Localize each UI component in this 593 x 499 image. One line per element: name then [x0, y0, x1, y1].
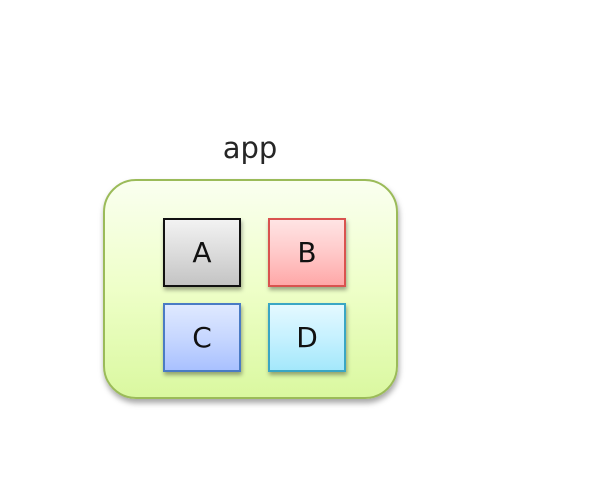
module-c-label: C — [192, 321, 212, 354]
module-c: C — [163, 303, 241, 372]
module-a: A — [163, 218, 241, 287]
module-d-label: D — [296, 321, 318, 354]
app-title: app — [222, 131, 278, 165]
app-container — [103, 179, 398, 399]
module-a-label: A — [192, 236, 212, 269]
module-b-label: B — [297, 236, 317, 269]
module-b: B — [268, 218, 346, 287]
module-d: D — [268, 303, 346, 372]
